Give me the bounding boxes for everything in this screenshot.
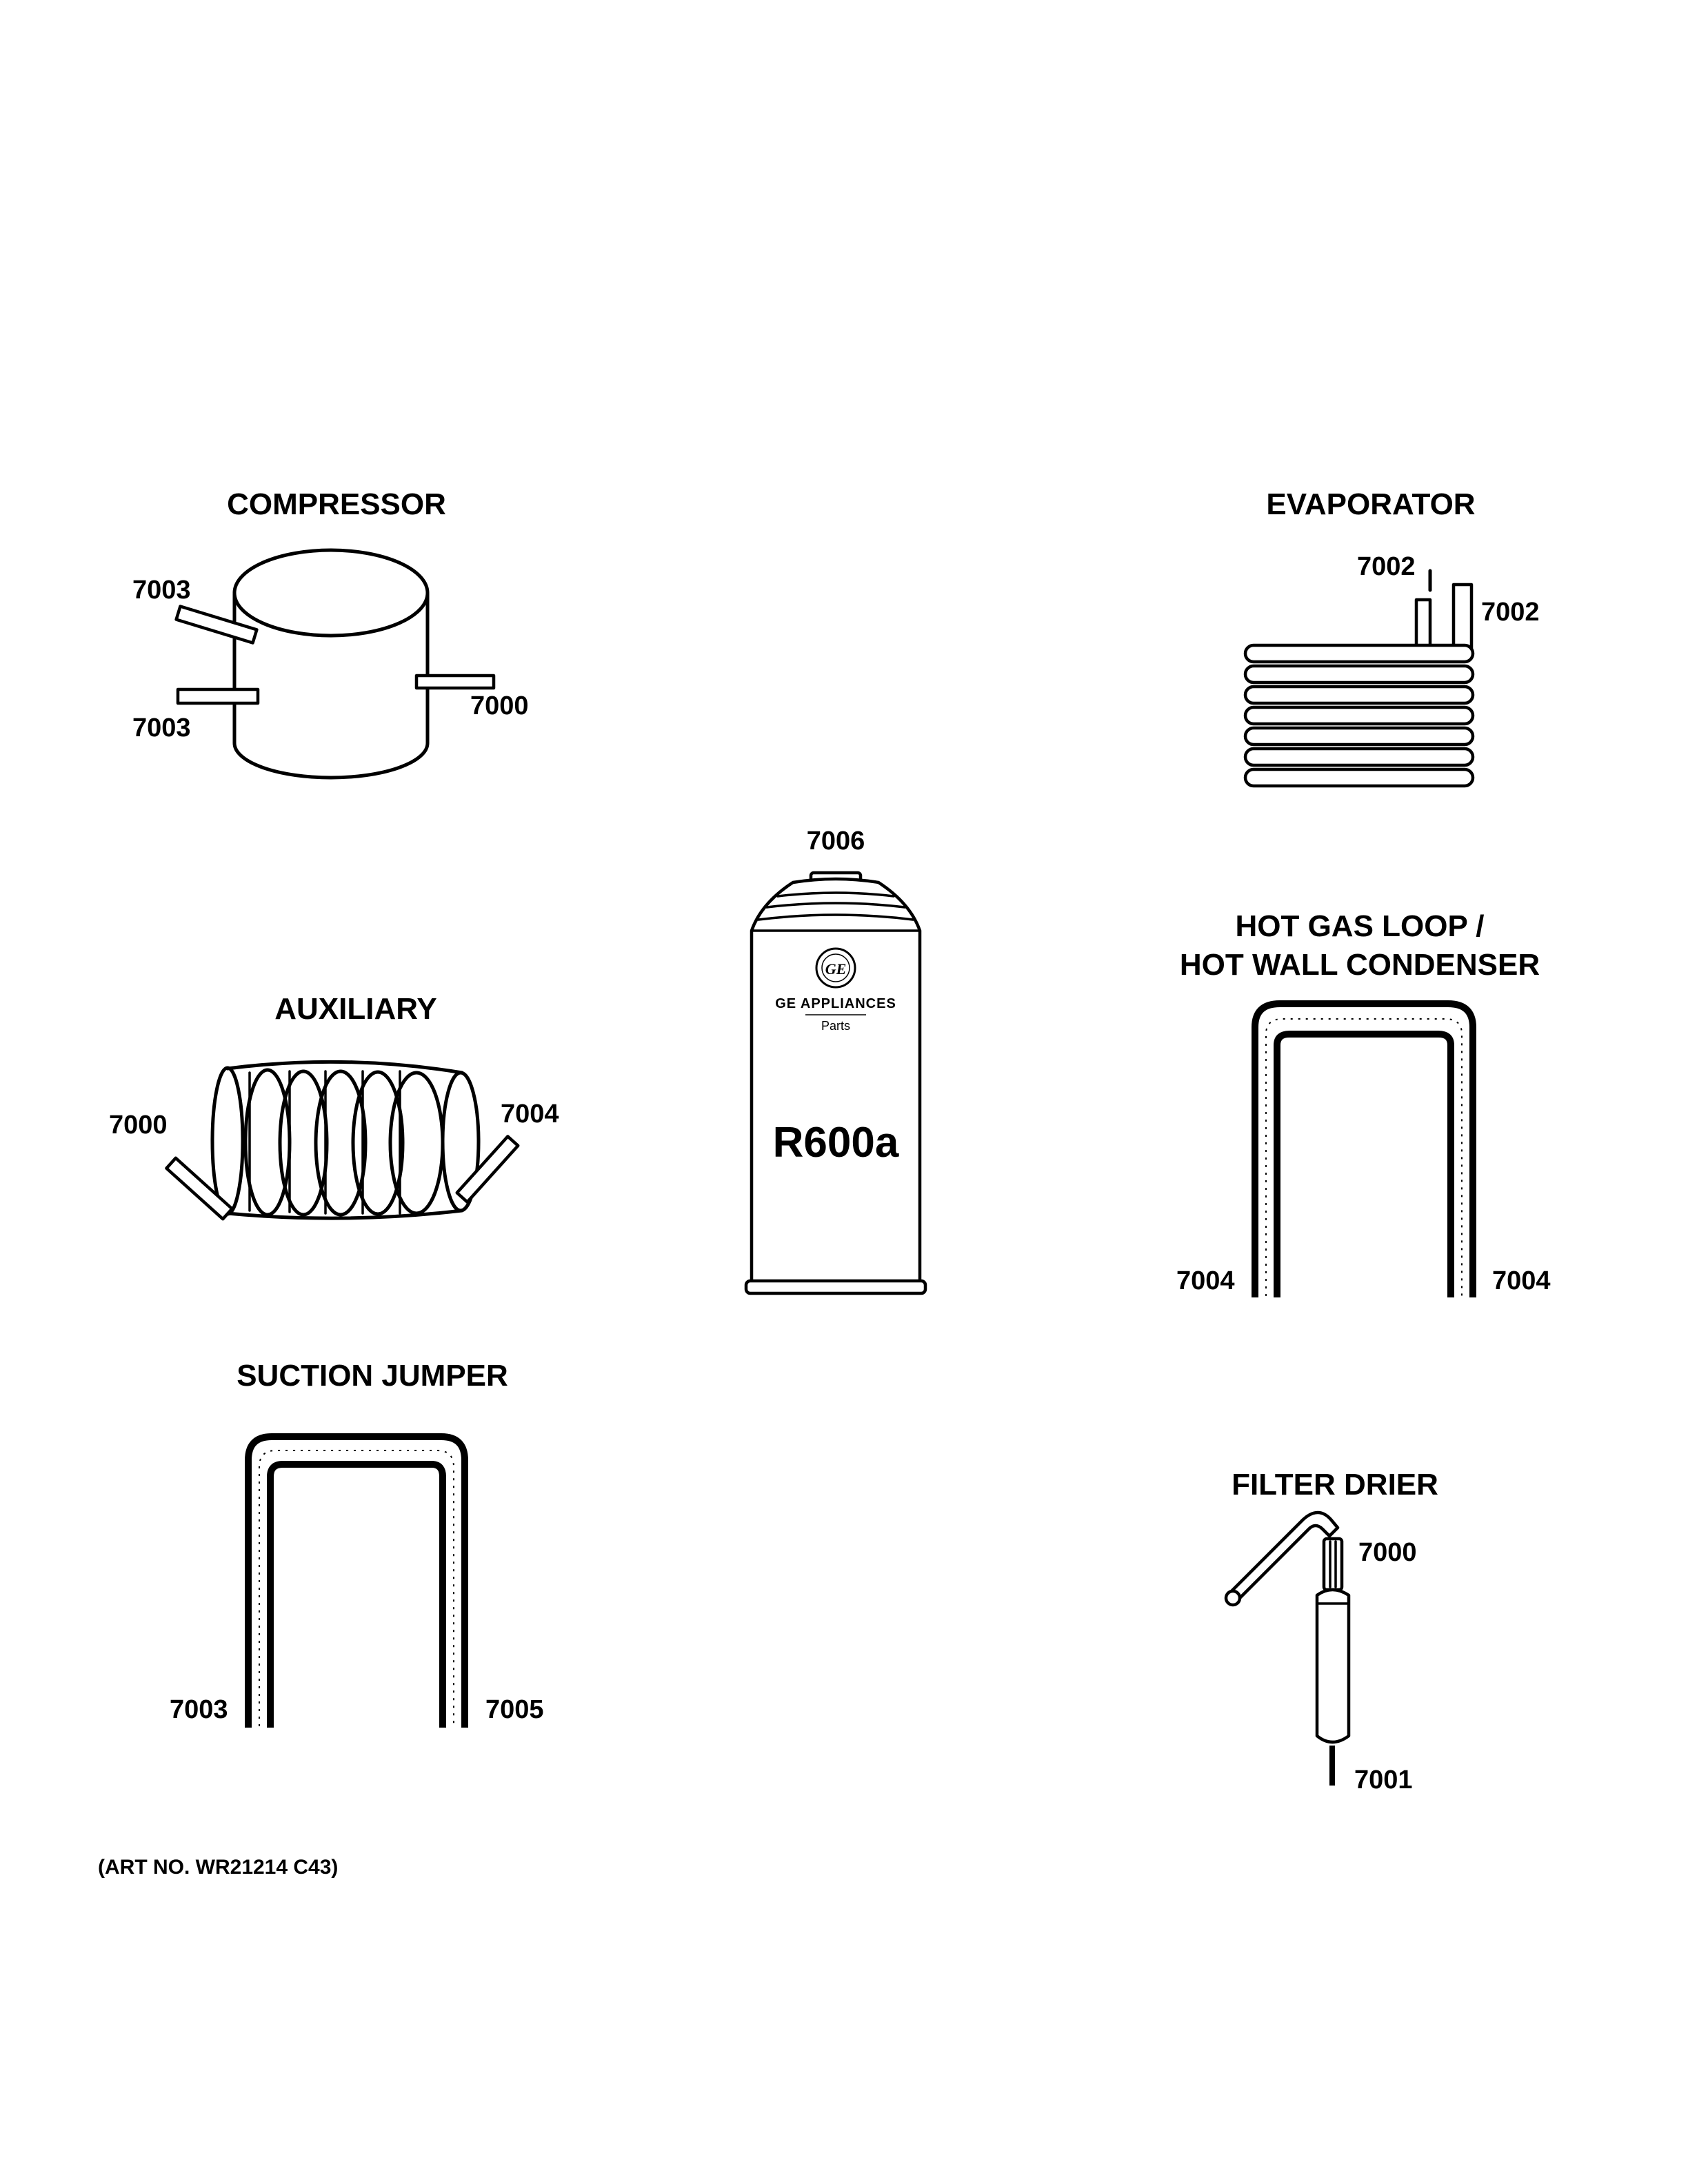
suction-jumper-group: SUCTION JUMPER 7003 7005: [170, 1359, 544, 1728]
ge-logo: GE: [815, 947, 856, 989]
compressor-label-7003-upper: 7003: [132, 576, 191, 605]
evaporator-drawing: [1243, 569, 1475, 788]
compressor-label-7000: 7000: [470, 691, 529, 720]
evaporator-label-7002-left: 7002: [1357, 552, 1416, 581]
auxiliary-title: AUXILIARY: [274, 992, 437, 1026]
suction-jumper-label-7005: 7005: [485, 1695, 544, 1724]
evaporator-title: EVAPORATOR: [1266, 487, 1475, 521]
hot-gas-loop-group: HOT GAS LOOP / HOT WALL CONDENSER 7004 7…: [1176, 909, 1551, 1297]
auxiliary-label-7004: 7004: [501, 1100, 559, 1129]
auxiliary-group: AUXILIARY 7000 7004: [109, 992, 559, 1221]
refrigerant-can-group: 7006 GE GE APPLIANCES Parts R600a: [744, 827, 927, 1295]
compressor-label-7003-lower: 7003: [132, 714, 191, 742]
suction-jumper-title: SUCTION JUMPER: [237, 1359, 508, 1393]
can-gas-label: R600a: [773, 1119, 899, 1166]
refrigerant-label-7006: 7006: [807, 827, 865, 856]
compressor-tube-right: [414, 674, 496, 690]
auxiliary-label-7000: 7000: [109, 1111, 168, 1140]
refrigerant-can: GE GE APPLIANCES Parts R600a: [744, 871, 927, 1295]
compressor-group: COMPRESSOR 7003 7003 7000: [132, 487, 529, 780]
auxiliary-coil: [165, 1060, 520, 1221]
filter-drier-drawing: [1224, 1510, 1351, 1786]
can-brand-text: GE APPLIANCES: [775, 996, 896, 1011]
hot-gas-loop-label-7004-left: 7004: [1176, 1266, 1235, 1295]
art-number: (ART NO. WR21214 C43): [98, 1856, 338, 1879]
suction-jumper-drawing: [245, 1433, 468, 1728]
evaporator-label-7002-right: 7002: [1481, 598, 1540, 627]
suction-jumper-label-7003: 7003: [170, 1695, 228, 1724]
filter-drier-label-7000: 7000: [1358, 1538, 1417, 1567]
hot-gas-loop-title-line1: HOT GAS LOOP /: [1235, 909, 1484, 943]
compressor-tube-upper: [174, 605, 259, 645]
evaporator-group: EVAPORATOR 7002 7002: [1243, 487, 1540, 788]
compressor-drawing: [174, 548, 496, 780]
can-brand-subtext: Parts: [821, 1019, 850, 1033]
hot-gas-loop-drawing: [1252, 1000, 1476, 1297]
compressor-tube-lower: [176, 687, 260, 705]
auxiliary-tube-right: [455, 1135, 520, 1204]
hot-gas-loop-label-7004-right: 7004: [1492, 1266, 1551, 1295]
filter-drier-group: FILTER DRIER 7000 7001: [1224, 1468, 1438, 1794]
filter-drier-title: FILTER DRIER: [1232, 1468, 1438, 1502]
filter-drier-label-7001: 7001: [1354, 1766, 1413, 1794]
hot-gas-loop-title-line2: HOT WALL CONDENSER: [1180, 948, 1540, 982]
auxiliary-tube-left: [165, 1156, 234, 1221]
compressor-title: COMPRESSOR: [227, 487, 446, 521]
ge-logo-text: GE: [825, 960, 847, 978]
